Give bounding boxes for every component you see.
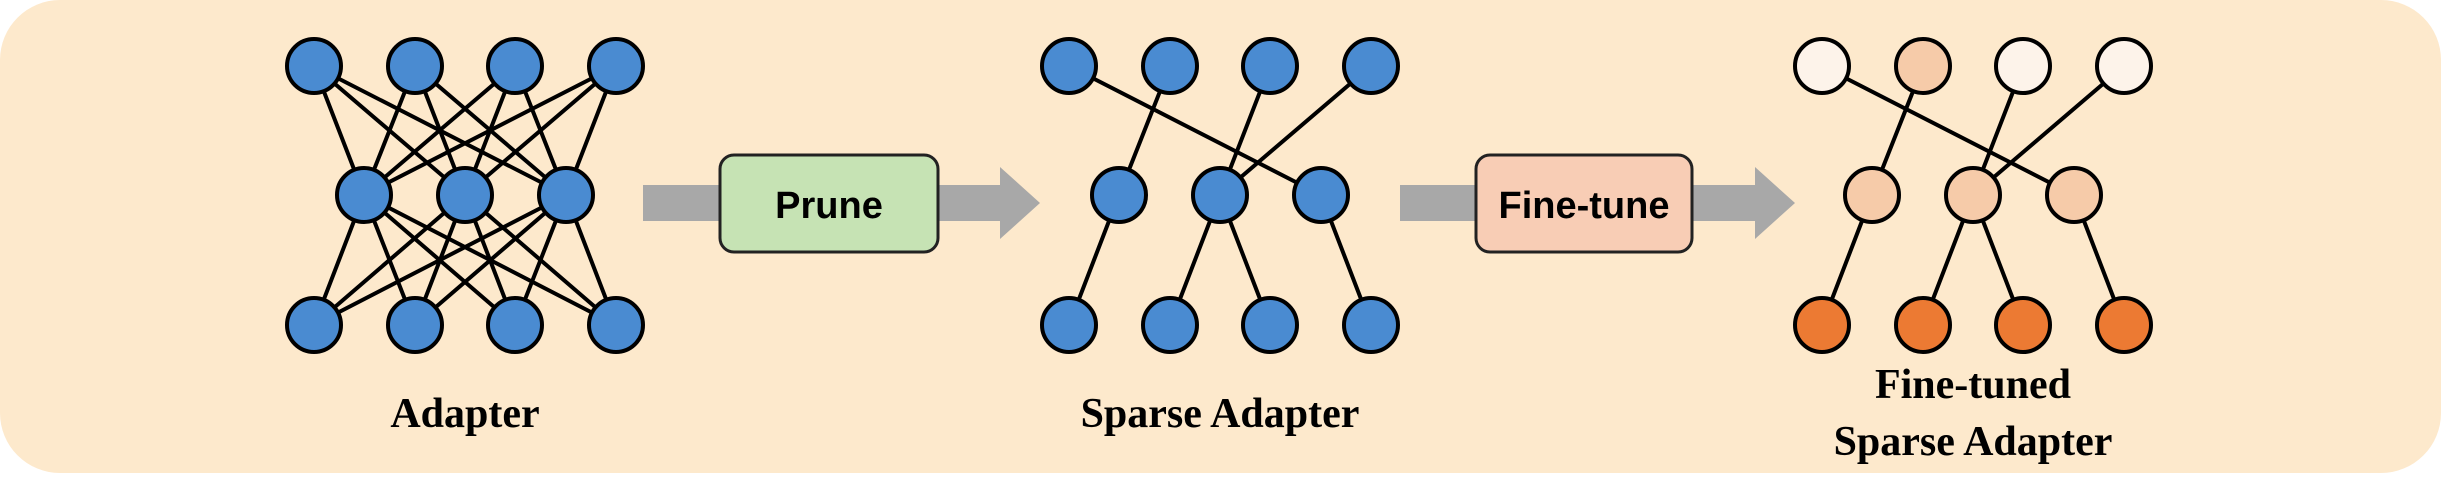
finetune-step: Fine-tune	[1474, 153, 1694, 254]
sparse-adapter-network	[1040, 37, 1400, 354]
network-node	[1241, 296, 1299, 354]
network-node	[1090, 166, 1148, 224]
network-node	[486, 37, 544, 95]
network-node	[587, 296, 645, 354]
network-edge	[362, 64, 618, 197]
finetune-box	[1474, 153, 1694, 254]
network-node	[1342, 296, 1400, 354]
network-node	[537, 166, 595, 224]
network-node	[1141, 37, 1199, 95]
network-node	[1040, 296, 1098, 354]
network-node	[386, 296, 444, 354]
network-node	[436, 166, 494, 224]
prune-label: Prune	[775, 185, 883, 227]
network-node	[335, 166, 393, 224]
network-node	[587, 37, 645, 95]
dense-adapter-caption: Adapter	[390, 391, 539, 437]
network-edge	[1820, 64, 2076, 197]
finetune-label: Fine-tune	[1499, 185, 1670, 227]
network-node	[1994, 296, 2052, 354]
prune-box	[718, 153, 940, 254]
network-edge	[413, 193, 568, 327]
network-node	[1894, 296, 1952, 354]
network-node	[1944, 166, 2002, 224]
network-node	[1141, 296, 1199, 354]
network-node	[386, 37, 444, 95]
finetuned-caption-line1: Fine-tuned	[1875, 362, 2071, 408]
network-node	[1793, 37, 1851, 95]
network-edge	[1067, 64, 1323, 197]
network-node	[285, 296, 343, 354]
network-node	[1894, 37, 1952, 95]
network-node	[2045, 166, 2103, 224]
network-edge	[312, 193, 568, 327]
network-edge	[1218, 64, 1373, 197]
network-node	[1843, 166, 1901, 224]
network-edge	[1971, 64, 2126, 197]
network-edge	[463, 64, 618, 197]
network-node	[1241, 37, 1299, 95]
finetuned-caption-line2: Sparse Adapter	[1834, 419, 2113, 465]
network-node	[2095, 37, 2153, 95]
network-node	[1342, 37, 1400, 95]
network-node	[1793, 296, 1851, 354]
prune-step: Prune	[718, 153, 940, 254]
network-node	[285, 37, 343, 95]
network-node	[1994, 37, 2052, 95]
finetuned-sparse-adapter-network	[1793, 37, 2153, 354]
network-edge	[362, 64, 517, 197]
network-node	[2095, 296, 2153, 354]
dense-adapter-network	[285, 37, 645, 354]
network-node	[1040, 37, 1098, 95]
network-node	[486, 296, 544, 354]
network-edge	[312, 193, 467, 327]
sparse-adapter-caption: Sparse Adapter	[1081, 391, 1360, 437]
network-node	[1191, 166, 1249, 224]
network-node	[1292, 166, 1350, 224]
